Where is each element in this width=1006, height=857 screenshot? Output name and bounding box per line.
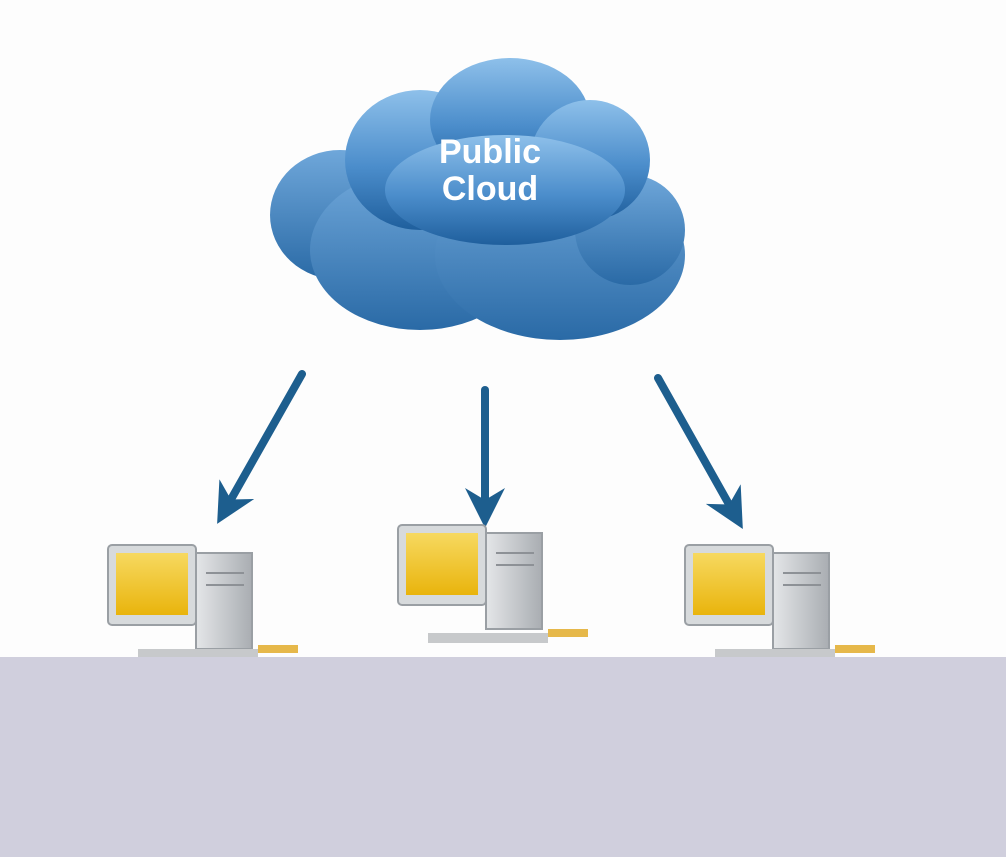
tower (772, 552, 830, 650)
monitor-screen (406, 533, 478, 595)
tower (485, 532, 543, 630)
desk-accent (548, 629, 588, 637)
cloud-front-layer (345, 58, 650, 245)
cloud-label-line1: Public (439, 133, 541, 171)
arrow-left (217, 370, 306, 524)
arrows (217, 370, 743, 529)
arrow-right (654, 374, 743, 529)
desk-accent (835, 645, 875, 653)
keyboard (138, 649, 258, 657)
desk-accent (258, 645, 298, 653)
tower (195, 552, 253, 650)
monitor-screen (693, 553, 765, 615)
client-computer-right (684, 544, 875, 657)
keyboard (428, 633, 548, 643)
public-cloud: Public Cloud (270, 58, 685, 340)
client-computer-center (397, 524, 588, 643)
client-computer-left (107, 544, 298, 657)
keyboard (715, 649, 835, 657)
cloud-label-line2: Cloud (442, 170, 538, 208)
footer-band (0, 657, 1006, 857)
monitor-screen (116, 553, 188, 615)
